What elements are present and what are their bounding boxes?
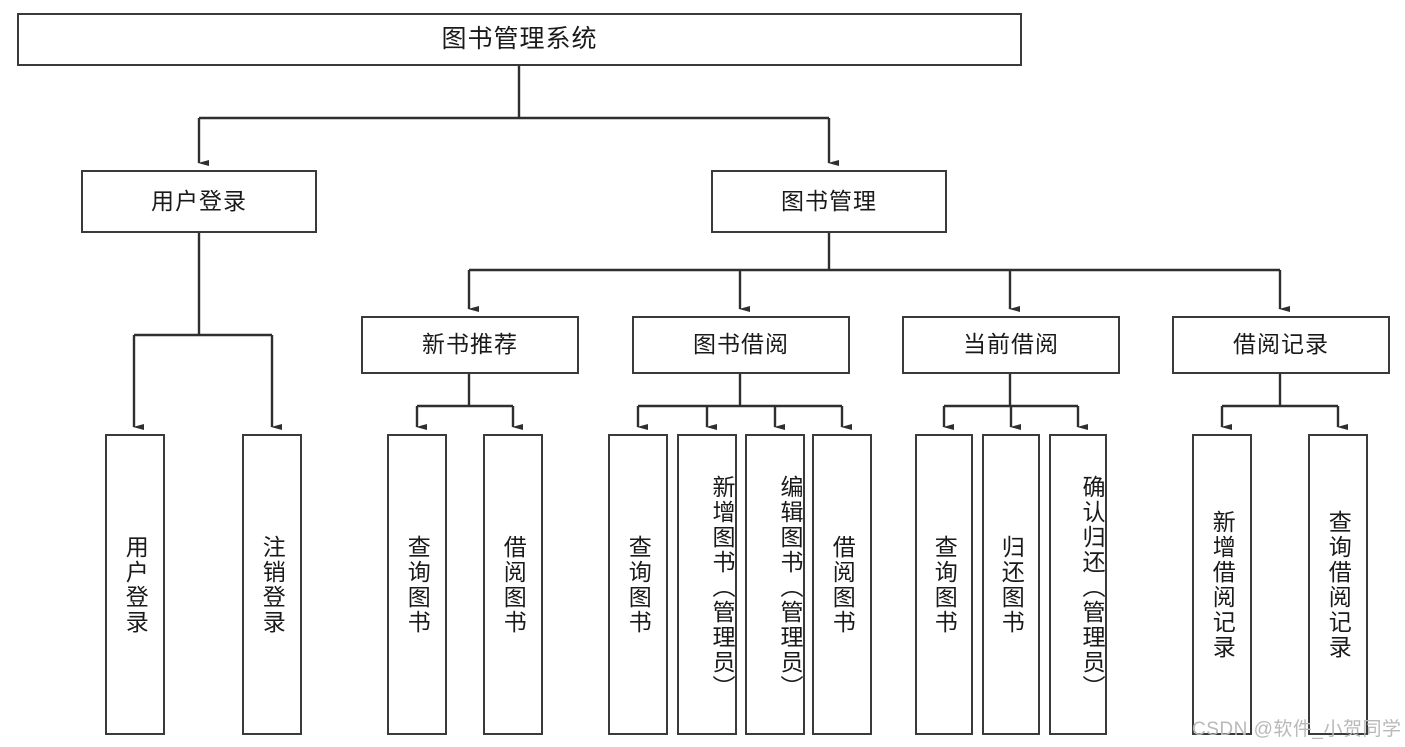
node-leaf-12[interactable]: 查询借阅记录: [1308, 434, 1368, 735]
node-label: 编辑图书（管理员）: [777, 475, 803, 700]
node-label: 借阅图书: [829, 534, 856, 635]
node-level3-1[interactable]: 图书借阅: [632, 316, 850, 374]
node-leaf-11[interactable]: 新增借阅记录: [1192, 434, 1252, 735]
node-leaf-0[interactable]: 用户登录: [105, 434, 165, 735]
node-label: 查询图书: [931, 534, 958, 635]
node-level2-0[interactable]: 用户登录: [81, 170, 317, 233]
node-leaf-4[interactable]: 查询图书: [608, 434, 668, 735]
node-leaf-9[interactable]: 归还图书: [982, 434, 1040, 735]
node-level3-3[interactable]: 借阅记录: [1172, 316, 1390, 374]
node-label: 注销登录: [259, 534, 286, 635]
node-leaf-8[interactable]: 查询图书: [915, 434, 973, 735]
node-label: 新增图书（管理员）: [709, 475, 735, 700]
node-leaf-10[interactable]: 确认归还（管理员）: [1049, 434, 1107, 735]
node-level3-0[interactable]: 新书推荐: [361, 316, 579, 374]
node-leaf-6[interactable]: 编辑图书（管理员）: [745, 434, 805, 735]
node-label: 用户登录: [122, 534, 149, 635]
node-label: 新书推荐: [422, 331, 518, 358]
node-label: 图书借阅: [693, 331, 789, 358]
node-label: 图书管理系统: [441, 24, 598, 53]
node-label: 借阅图书: [500, 534, 527, 635]
node-label: 确认归还（管理员）: [1079, 475, 1105, 700]
node-label: 借阅记录: [1233, 331, 1329, 358]
node-label: 查询借阅记录: [1325, 509, 1352, 660]
node-leaf-1[interactable]: 注销登录: [242, 434, 302, 735]
node-leaf-5[interactable]: 新增图书（管理员）: [677, 434, 737, 735]
node-label: 查询图书: [625, 534, 652, 635]
node-leaf-3[interactable]: 借阅图书: [483, 434, 543, 735]
node-label: 用户登录: [151, 187, 247, 214]
node-label: 新增借阅记录: [1209, 509, 1236, 660]
node-level2-1[interactable]: 图书管理: [711, 170, 947, 233]
node-label: 归还图书: [998, 534, 1025, 635]
node-leaf-2[interactable]: 查询图书: [387, 434, 447, 735]
node-leaf-7[interactable]: 借阅图书: [812, 434, 872, 735]
csdn-watermark: CSDN @软件_小贺同学: [1192, 719, 1402, 740]
node-label: 图书管理: [781, 187, 877, 214]
node-root-system[interactable]: 图书管理系统: [17, 13, 1022, 66]
node-label: 当前借阅: [963, 331, 1059, 358]
node-level3-2[interactable]: 当前借阅: [902, 316, 1120, 374]
node-label: 查询图书: [404, 534, 431, 635]
